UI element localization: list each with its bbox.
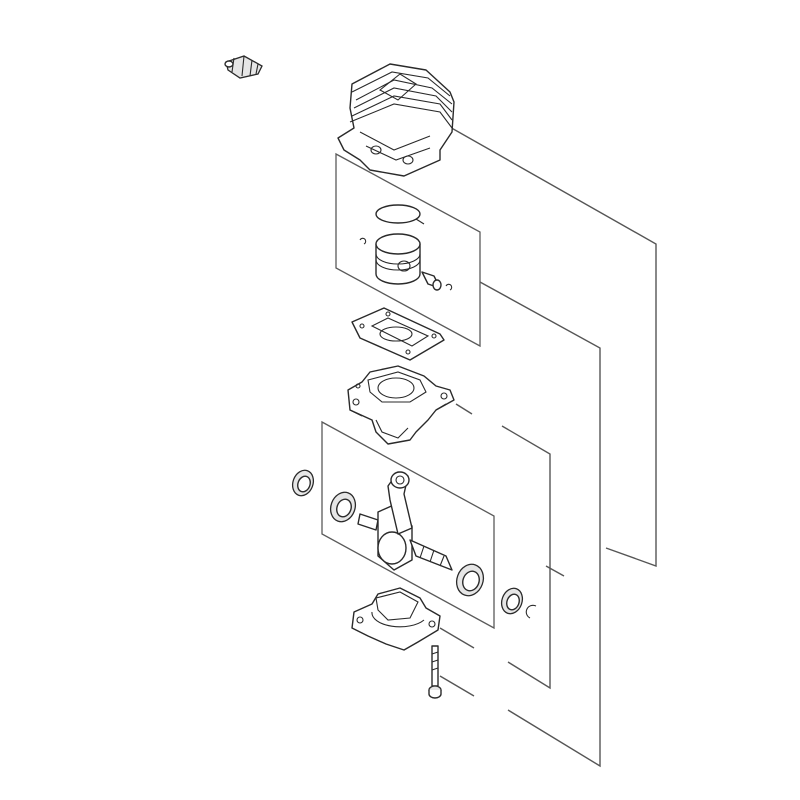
oil-seal-left-part [291,469,315,497]
spark-plug-part [224,55,263,79]
leader-line-crankcase [455,403,473,415]
piston-kit-box [335,152,481,348]
leader-line-cylinder [447,125,657,567]
cylinder-gasket-part [351,307,445,361]
piston-ring [375,204,421,224]
leader-lines [439,125,657,768]
crank-stub-left [357,513,379,531]
crankshaft-kit-box [321,420,495,630]
leader-line-bolt [439,675,475,697]
leader-line-crank-box [501,425,551,690]
leader-line-piston-kit [479,281,601,768]
crankshaft-kit-part [329,471,485,597]
piston-clip-left [359,237,367,245]
piston-kit-part [359,204,453,291]
leader-line-lower [439,627,475,649]
piston-clip-right [445,283,453,291]
crank-shaft-right [409,539,453,571]
cylinder-part [337,63,455,177]
leader-line-seal [545,565,565,577]
crankcase-upper-part [347,365,455,445]
bolt-part [428,645,442,699]
oil-seal-right-part [500,587,537,619]
crankcase-lower-part [351,587,441,651]
retaining-clip [525,604,537,619]
